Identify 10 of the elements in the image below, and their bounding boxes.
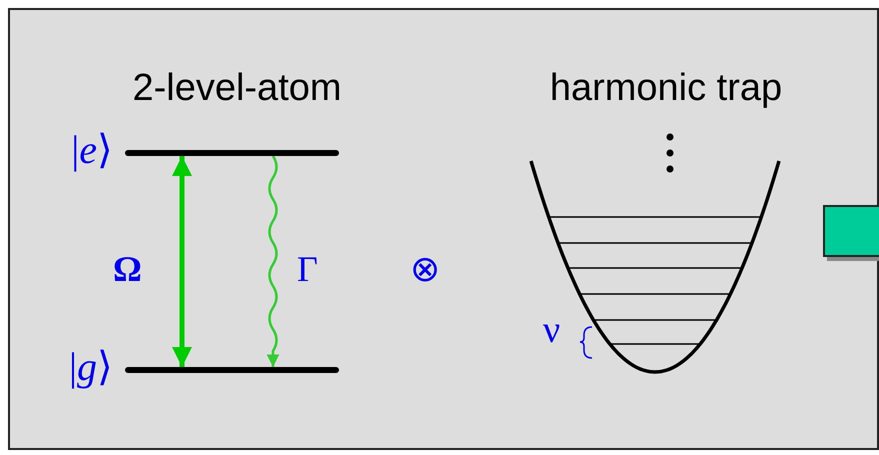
state-label: |g⟩ [68,343,113,391]
heading: harmonic trap [550,68,782,110]
double-arrow [172,156,192,367]
frequency-label: ν [543,310,560,352]
heading: 2-level-atom [132,68,342,110]
tensor-product-symbol: ⊗ [410,250,440,290]
edge-label: Γ [297,248,318,290]
state-label: |e⟩ [71,126,113,174]
edge-label: Ω [113,248,142,290]
wavy-arrow [266,155,280,367]
